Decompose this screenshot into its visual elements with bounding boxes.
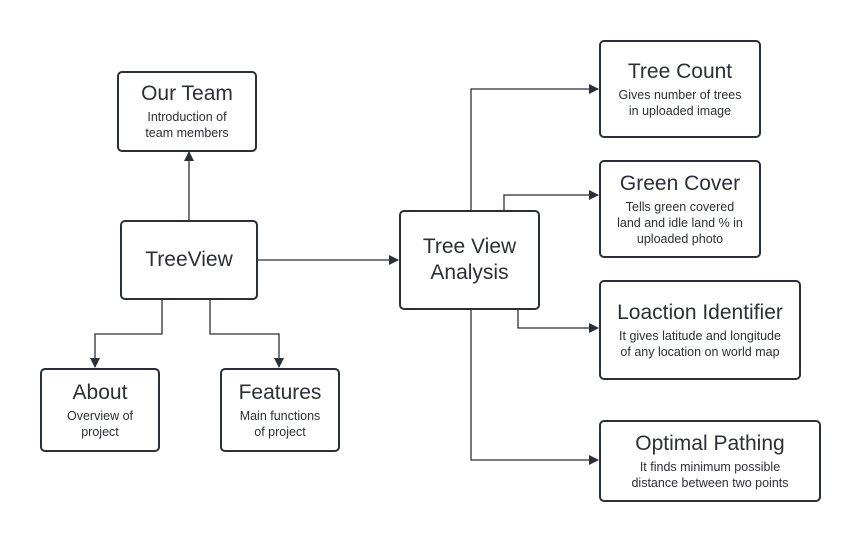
connector-analysis-pathing — [470, 310, 599, 465]
our-team-node[interactable]: Our Team Introduction of team members — [117, 71, 257, 152]
location-identifier-desc: It gives latitude and longitude of any l… — [619, 328, 781, 359]
tree-view-analysis-title: Tree View Analysis — [422, 235, 517, 284]
treeview-node[interactable]: TreeView — [120, 220, 258, 300]
location-identifier-node[interactable]: Loaction Identifier It gives latitude an… — [599, 280, 801, 380]
tree-count-desc: Gives number of trees in uploaded image — [618, 87, 742, 118]
our-team-desc: Introduction of team members — [145, 110, 229, 140]
green-cover-node[interactable]: Green Cover Tells green covered land and… — [599, 160, 761, 258]
our-team-title: Our Team — [141, 82, 233, 105]
location-identifier-title: Loaction Identifier — [617, 300, 783, 324]
tree-view-analysis-node[interactable]: Tree View Analysis — [399, 210, 540, 310]
about-desc: Overview of project — [67, 408, 133, 439]
green-cover-desc: Tells green covered land and idle land %… — [617, 199, 743, 246]
green-cover-title: Green Cover — [619, 171, 741, 195]
connector-treeview-features — [209, 300, 284, 368]
treeview-title: TreeView — [145, 248, 233, 271]
features-node[interactable]: Features Main functions of project — [220, 368, 340, 452]
connector-analysis-green — [503, 190, 599, 210]
connector-analysis-location — [517, 310, 599, 333]
connector-treeview-about — [90, 300, 163, 368]
features-title: Features — [238, 380, 322, 404]
about-node[interactable]: About Overview of project — [40, 368, 160, 452]
tree-count-node[interactable]: Tree Count Gives number of trees in uplo… — [599, 40, 761, 138]
connector-analysis-count — [470, 84, 599, 210]
about-title: About — [72, 380, 128, 404]
features-desc: Main functions of project — [239, 408, 321, 439]
optimal-pathing-desc: It finds minimum possible distance betwe… — [631, 459, 789, 490]
optimal-pathing-title: Optimal Pathing — [635, 431, 785, 455]
optimal-pathing-node[interactable]: Optimal Pathing It finds minimum possibl… — [599, 420, 821, 502]
tree-count-title: Tree Count — [627, 59, 733, 83]
